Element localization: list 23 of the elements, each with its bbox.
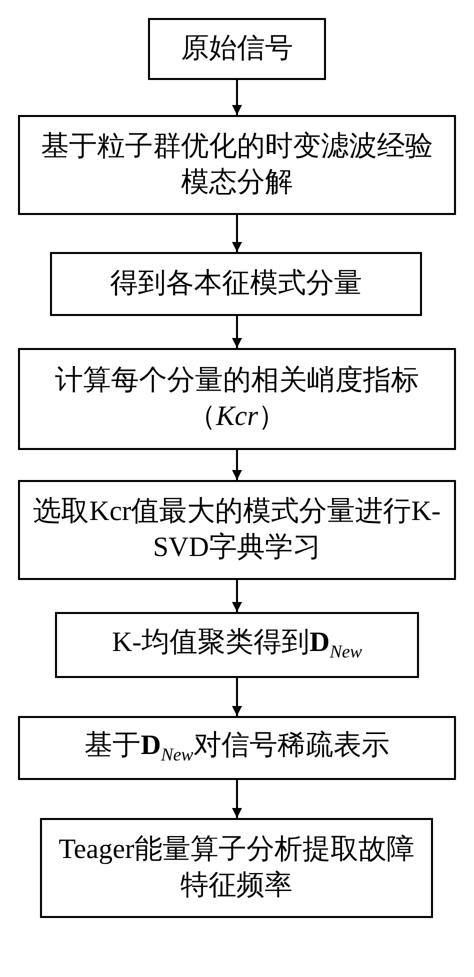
process-box — [148, 18, 326, 80]
arrow — [232, 580, 242, 612]
process-box — [55, 612, 419, 678]
process-box — [18, 716, 456, 780]
arrow — [232, 215, 242, 252]
process-box — [18, 348, 456, 450]
step-text: 计算每个分量的相关峭度指标（Kcr） — [54, 364, 420, 434]
step-text: 选取Kcr值最大的模式分量进行K-SVD字典学习 — [32, 494, 442, 565]
step-text: 得到各本征模式分量 — [110, 266, 362, 301]
process-box — [18, 480, 456, 580]
arrow — [232, 678, 242, 716]
step-text: 原始信号 — [181, 32, 293, 66]
step-text: 基于D$_{New}$对信号稀疏表示 — [84, 729, 390, 767]
step-text: 基于粒子群优化的时变滤波经验模态分解 — [40, 130, 434, 200]
process-box — [40, 818, 433, 918]
step-text: Teager能量算子分析提取故障特征频率 — [58, 832, 416, 903]
arrow — [232, 80, 242, 115]
arrow — [232, 316, 242, 348]
process-box — [18, 115, 456, 215]
arrow — [232, 780, 242, 818]
process-box — [50, 252, 422, 316]
arrow — [232, 450, 242, 480]
step-text: K-均值聚类得到D$_{New}$ — [112, 626, 362, 664]
